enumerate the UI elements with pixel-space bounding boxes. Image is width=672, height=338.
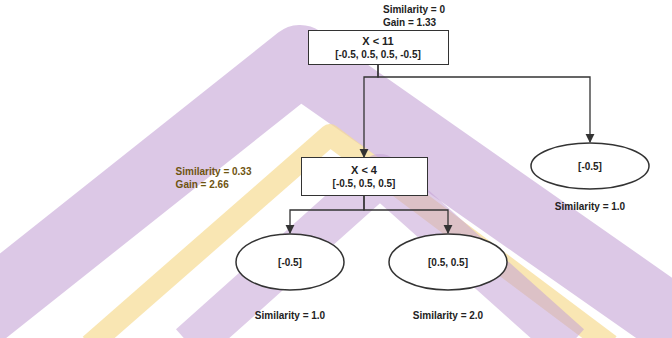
score-label: Similarity = 1.0 [255, 309, 325, 322]
branch-arrow [364, 65, 378, 157]
leaf-ellipse: [-0.5]Similarity = 1.0 [530, 142, 650, 190]
residual-list: [0.5, 0.5] [428, 256, 468, 269]
branch-arrow [290, 196, 364, 233]
leaf-ellipse: [-0.5]Similarity = 1.0 [235, 233, 345, 291]
score-label: Gain = 2.66 [176, 178, 252, 191]
score-labels: Similarity = 0.33Gain = 2.66 [176, 165, 252, 191]
purple-band [190, 175, 570, 338]
score-label: Similarity = 0 [383, 3, 445, 16]
residual-list: [-0.5, 0.5, 0.5, -0.5] [335, 48, 421, 61]
residual-list: [-0.5] [278, 256, 302, 269]
score-labels: Similarity = 0Gain = 1.33 [383, 3, 445, 29]
residual-list: [-0.5] [578, 160, 602, 173]
split-condition: X < 11 [362, 34, 394, 48]
branch-arrow [378, 65, 590, 142]
split-box: X < 11[-0.5, 0.5, 0.5, -0.5]Similarity =… [308, 30, 449, 65]
leaf-ellipse: [0.5, 0.5]Similarity = 2.0 [388, 233, 508, 291]
score-label: Gain = 1.33 [383, 16, 445, 29]
score-labels: Similarity = 1.0 [555, 200, 625, 213]
split-condition: X < 4 [351, 163, 377, 177]
score-labels: Similarity = 1.0 [255, 309, 325, 322]
score-label: Similarity = 0.33 [176, 165, 252, 178]
score-labels: Similarity = 2.0 [413, 309, 483, 322]
score-label: Similarity = 2.0 [413, 309, 483, 322]
split-box: X < 4[-0.5, 0.5, 0.5]Similarity = 0.33Ga… [301, 157, 428, 196]
score-label: Similarity = 1.0 [555, 200, 625, 213]
residual-list: [-0.5, 0.5, 0.5] [333, 177, 396, 190]
branch-arrow [364, 196, 448, 233]
